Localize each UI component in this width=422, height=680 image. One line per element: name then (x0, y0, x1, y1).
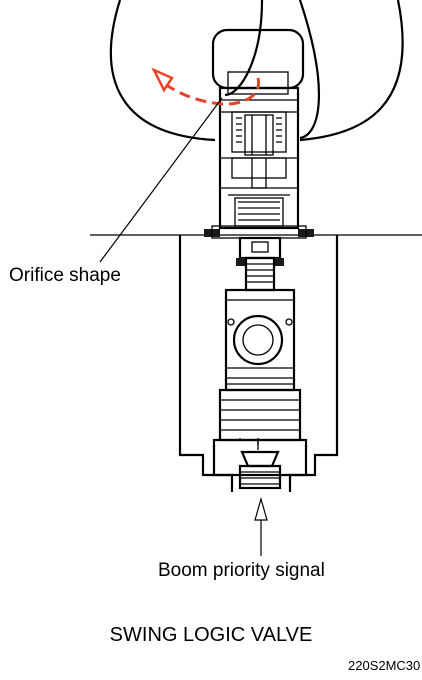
upper-valve-body (218, 86, 300, 230)
diagram-title: SWING LOGIC VALVE (109, 624, 313, 646)
housing-u-curve (109, 0, 404, 142)
figure-code: 220S2MC30 (348, 658, 420, 673)
lower-spool (212, 236, 308, 477)
bottom-plug (238, 438, 282, 490)
boom-priority-signal-label: Boom priority signal (158, 560, 325, 581)
hollow-up-arrow-icon (254, 496, 268, 556)
flow-arrow (151, 67, 261, 106)
orifice-leader-line (99, 97, 223, 263)
orifice-shape-label: Orifice shape (9, 265, 121, 286)
